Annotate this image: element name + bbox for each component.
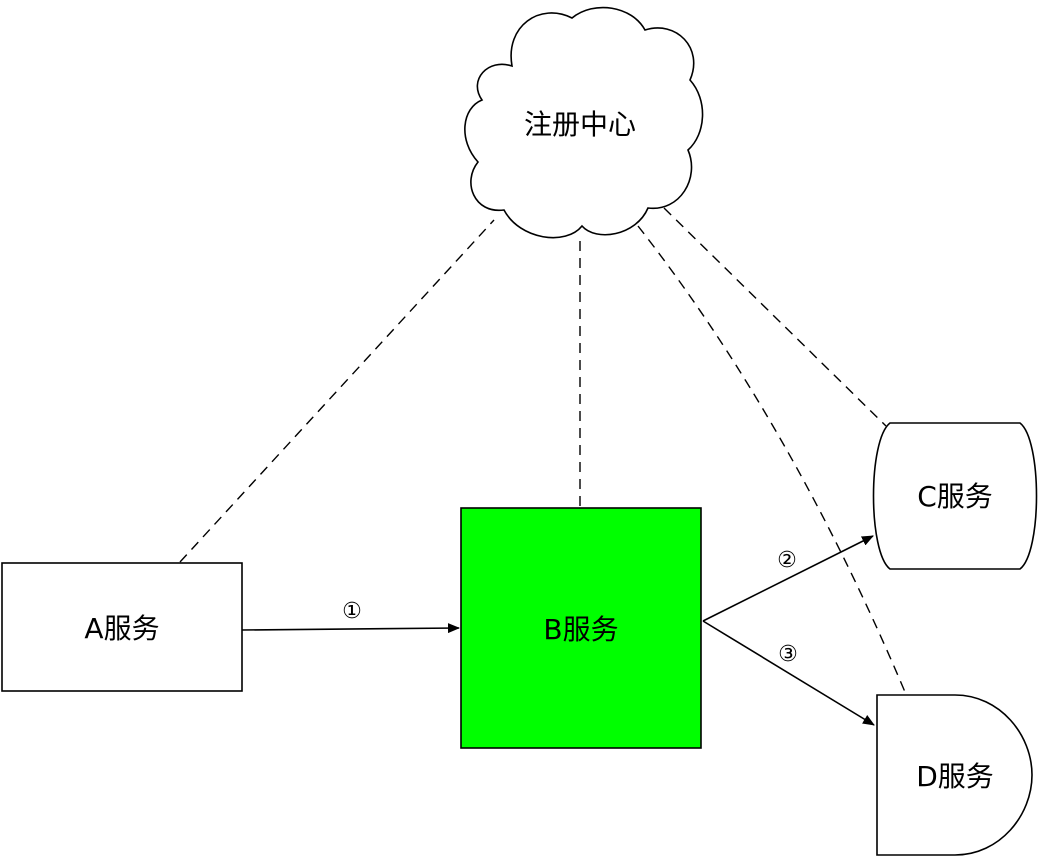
registry-link-d (637, 225, 906, 693)
c-service-node: C服务 (872, 422, 1038, 570)
arrow-b-to-c (702, 535, 874, 622)
c-service-shape (872, 422, 1038, 570)
b-service-label: B服务 (543, 613, 618, 646)
d-service-shape (876, 694, 1033, 856)
arrow-b-to-d (702, 620, 875, 726)
cloud-shape (464, 6, 704, 239)
registry-link-c (663, 207, 887, 427)
registry-node: 注册中心 (464, 6, 704, 239)
a-service-label: A服务 (84, 612, 159, 645)
arrow-a-to-b (241, 623, 460, 634)
step-1-label: ① (342, 599, 362, 624)
registry-link-a (179, 219, 495, 563)
registry-label: 注册中心 (524, 108, 636, 141)
d-service-label: D服务 (916, 760, 994, 793)
step-3-label: ③ (778, 642, 798, 667)
c-service-label: C服务 (917, 480, 993, 513)
b-service-box (460, 507, 702, 749)
step-2-label: ② (777, 548, 797, 573)
a-service-node: A服务 (1, 562, 243, 692)
a-service-box (1, 562, 243, 692)
d-service-node: D服务 (876, 694, 1033, 856)
b-service-node: B服务 (460, 507, 702, 749)
